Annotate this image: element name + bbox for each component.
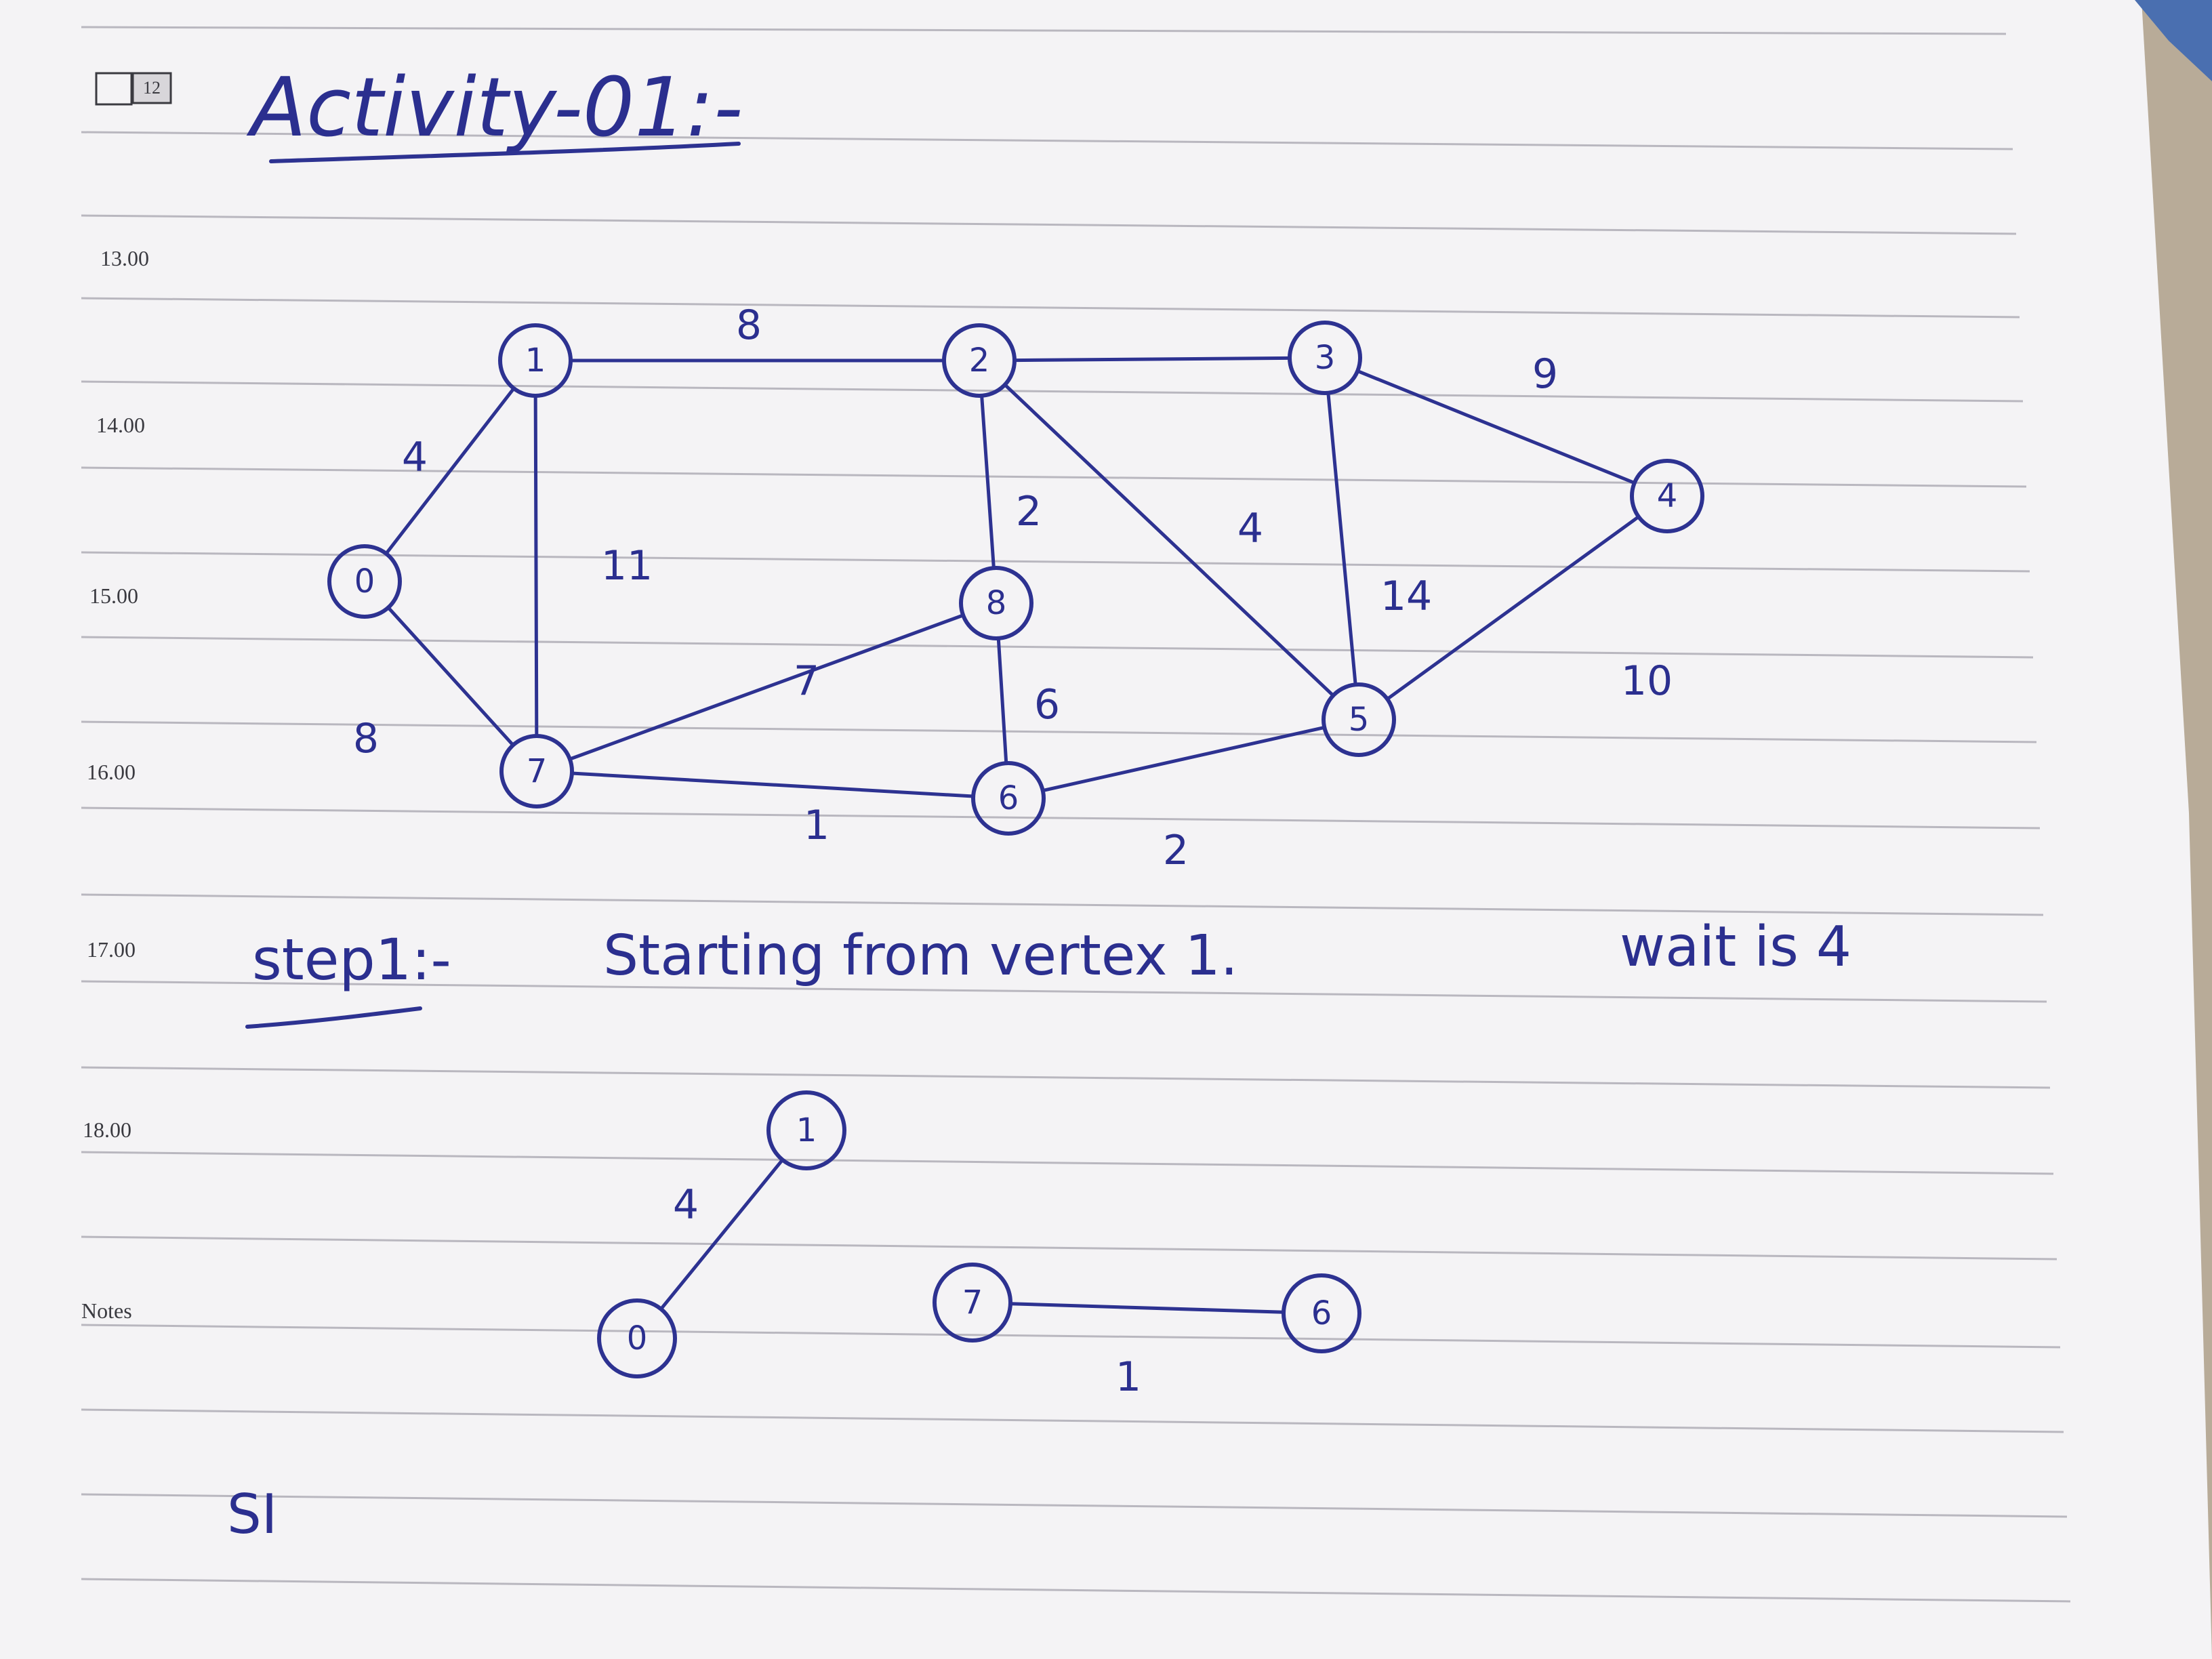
graph-edge-0-7 — [386, 606, 515, 747]
step-graph-edge-7-6 — [1008, 1302, 1286, 1314]
graph-edge-1-7 — [533, 394, 539, 738]
graph-edge-2-3 — [1012, 356, 1292, 363]
graph-diagram: 4 8 11 8 2 4 9 14 10 7 6 1 2 0 1 2 3 4 5 6 7 8 — [327, 302, 1704, 874]
graph-node-3: 3 — [1288, 321, 1362, 395]
graph-node-label-4: 4 — [1657, 477, 1678, 515]
step-graph-edges: 41 — [659, 1158, 1286, 1401]
time-label-1400: 14.00 — [96, 413, 145, 437]
graph-edge-7-8 — [568, 613, 965, 761]
title-underline — [269, 142, 741, 163]
step-graph-edge-0-1 — [659, 1158, 785, 1311]
graph-edge-weight-2-5: 4 — [1237, 505, 1263, 552]
step-graph-node-circle-6 — [1282, 1273, 1361, 1353]
graph-node-label-6: 6 — [998, 779, 1019, 817]
step-label-underline — [245, 1006, 422, 1029]
step-graph-edge-weight-0-1: 4 — [673, 1181, 699, 1229]
step-graph-node-circle-7 — [933, 1263, 1012, 1343]
step-graph-node-0: 0 — [597, 1298, 677, 1378]
graph-node-circle-1 — [498, 323, 573, 398]
graph-node-circle-6 — [971, 761, 1046, 836]
graph-node-label-5: 5 — [1349, 701, 1370, 739]
graph-node-circle-2 — [942, 323, 1017, 398]
graph-node-7: 7 — [499, 734, 574, 808]
step-graph-node-7: 7 — [933, 1263, 1012, 1343]
graph-edge-3-4 — [1355, 369, 1637, 485]
blue-object-corner — [2135, 0, 2212, 81]
graph-edge-2-5 — [1003, 383, 1335, 697]
graph-node-circle-3 — [1288, 321, 1362, 395]
graph-node-circle-5 — [1322, 682, 1396, 757]
time-label-1600: 16.00 — [87, 760, 136, 784]
graph-edge-weight-0-1: 4 — [402, 434, 428, 481]
time-labels: 13.00 14.00 15.00 16.00 17.00 18.00 Note… — [81, 246, 149, 1323]
step-tail: wait is 4 — [1620, 915, 1851, 979]
graph-edge-weight-4-5: 10 — [1621, 657, 1673, 705]
graph-node-circle-8 — [959, 566, 1033, 640]
graph-node-0: 0 — [327, 544, 402, 619]
graph-edge-2-8 — [980, 394, 996, 570]
graph-edge-weight-0-7: 8 — [353, 715, 379, 762]
step-graph-nodes: 0 1 7 6 — [597, 1090, 1361, 1378]
page-number: 12 — [143, 78, 161, 98]
step-graph-node-1: 1 — [766, 1090, 846, 1170]
graph-edge-3-5 — [1326, 391, 1357, 687]
graph-edge-weight-3-5: 14 — [1380, 573, 1432, 620]
graph-edge-weight-7-8: 7 — [794, 657, 819, 705]
graph-edge-weight-7-6: 1 — [804, 802, 830, 849]
graph-edge-weight-1-2: 8 — [736, 302, 762, 349]
step-graph-edge-weight-7-6: 1 — [1115, 1353, 1141, 1401]
graph-nodes: 0 1 2 3 4 5 6 7 8 — [327, 321, 1704, 836]
graph-edge-8-6 — [996, 636, 1008, 765]
graph-node-label-2: 2 — [969, 342, 990, 380]
time-label-1300: 13.00 — [100, 246, 149, 270]
footer-mark: SI — [227, 1483, 277, 1546]
graph-node-2: 2 — [942, 323, 1017, 398]
time-label-1800: 18.00 — [83, 1118, 131, 1142]
graph-node-6: 6 — [971, 761, 1046, 836]
page-number-box: 12 — [95, 72, 172, 106]
step-graph-node-label-7: 7 — [962, 1284, 983, 1322]
graph-edge-weight-3-4: 9 — [1532, 350, 1558, 398]
graph-node-8: 8 — [959, 566, 1033, 640]
graph-node-label-0: 0 — [354, 562, 375, 600]
graph-node-circle-7 — [499, 734, 574, 808]
step-graph-node-circle-1 — [766, 1090, 846, 1170]
graph-node-circle-0 — [327, 544, 402, 619]
graph-node-label-1: 1 — [525, 342, 546, 380]
step-graph-node-circle-0 — [597, 1298, 677, 1378]
notes-label: Notes — [81, 1298, 132, 1323]
graph-edge-weight-2-8: 2 — [1016, 488, 1042, 535]
graph-node-label-3: 3 — [1315, 339, 1336, 377]
graph-edge-weight-6-5: 2 — [1163, 827, 1189, 874]
time-label-1500: 15.00 — [89, 583, 138, 608]
step-graph-node-label-6: 6 — [1311, 1294, 1332, 1332]
graph-node-4: 4 — [1630, 459, 1704, 533]
page-title: Activity-01:- — [246, 61, 743, 155]
graph-edge-6-5 — [1041, 725, 1326, 793]
step-body: Starting from vertex 1. — [603, 924, 1238, 988]
step-text: step1:- Starting from vertex 1. wait is … — [245, 915, 1851, 1029]
graph-node-5: 5 — [1322, 682, 1396, 757]
graph-edge-4-5 — [1385, 515, 1641, 701]
graph-edge-weight-1-7: 11 — [601, 542, 653, 590]
graph-node-1: 1 — [498, 323, 573, 398]
graph-node-label-7: 7 — [527, 752, 548, 790]
step-graph-node-label-1: 1 — [796, 1111, 817, 1149]
graph-edge-7-6 — [570, 771, 975, 798]
step-graph-node-6: 6 — [1282, 1273, 1361, 1353]
step-graph-node-label-0: 0 — [627, 1319, 648, 1357]
graph-edge-weight-8-6: 6 — [1034, 681, 1060, 729]
graph-node-circle-4 — [1630, 459, 1704, 533]
time-label-1700: 17.00 — [87, 937, 136, 962]
graph-node-label-8: 8 — [986, 584, 1007, 622]
graph-edge-0-1 — [384, 386, 516, 556]
step-label: step1:- — [252, 926, 451, 993]
